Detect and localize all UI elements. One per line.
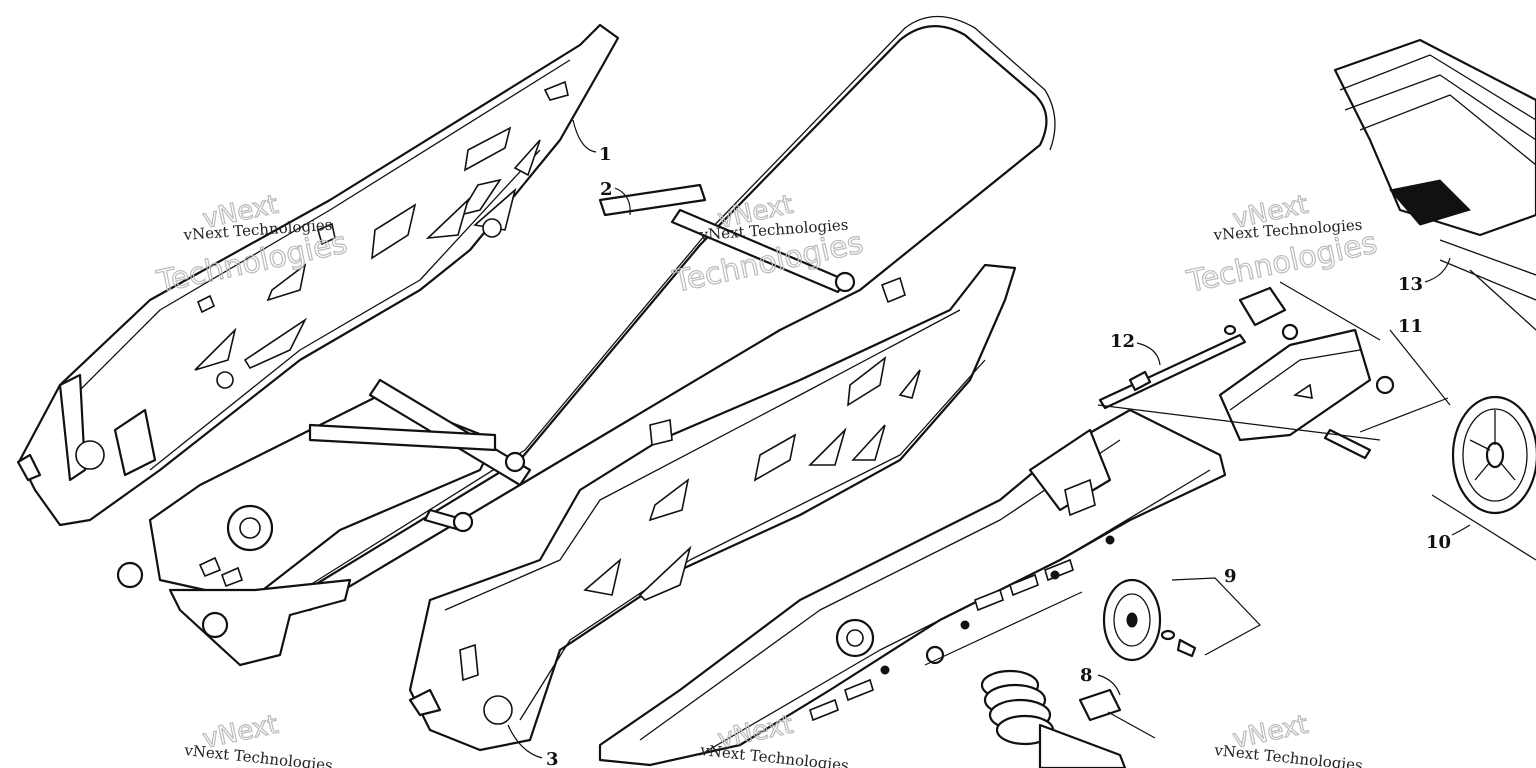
part-8-spring xyxy=(980,669,1127,768)
callout-9: 9 xyxy=(1224,566,1237,587)
part-13-track xyxy=(1333,38,1536,331)
watermark-bottom-left: vNext Technologies vNext xyxy=(183,709,334,768)
callout-1: 1 xyxy=(599,144,612,165)
callout-13: 13 xyxy=(1398,274,1423,295)
part-10-rear-wheel xyxy=(1451,395,1536,515)
callout-labels: 1 2 3 8 9 10 11 12 13 xyxy=(546,144,1451,768)
callout-8: 8 xyxy=(1080,665,1093,686)
slide-arm xyxy=(598,408,1227,767)
part-9-idler-wheel xyxy=(1102,578,1197,662)
part-2-handle-bar xyxy=(288,15,1056,612)
callout-3: 3 xyxy=(546,749,559,768)
part-3-right-rail xyxy=(408,263,1017,752)
rear-arm-assembly xyxy=(116,378,532,667)
watermark-bottom-right: vNext Technologies vNext xyxy=(1213,709,1364,768)
part-11-bracket xyxy=(1218,323,1395,460)
part-12-shock-rod xyxy=(1098,286,1287,410)
callout-11: 11 xyxy=(1398,316,1423,337)
callout-2: 2 xyxy=(600,179,613,200)
part-1-left-rail xyxy=(16,23,620,527)
callout-12: 12 xyxy=(1110,331,1135,352)
leader-lines xyxy=(507,119,1536,759)
callout-10: 10 xyxy=(1426,532,1451,553)
